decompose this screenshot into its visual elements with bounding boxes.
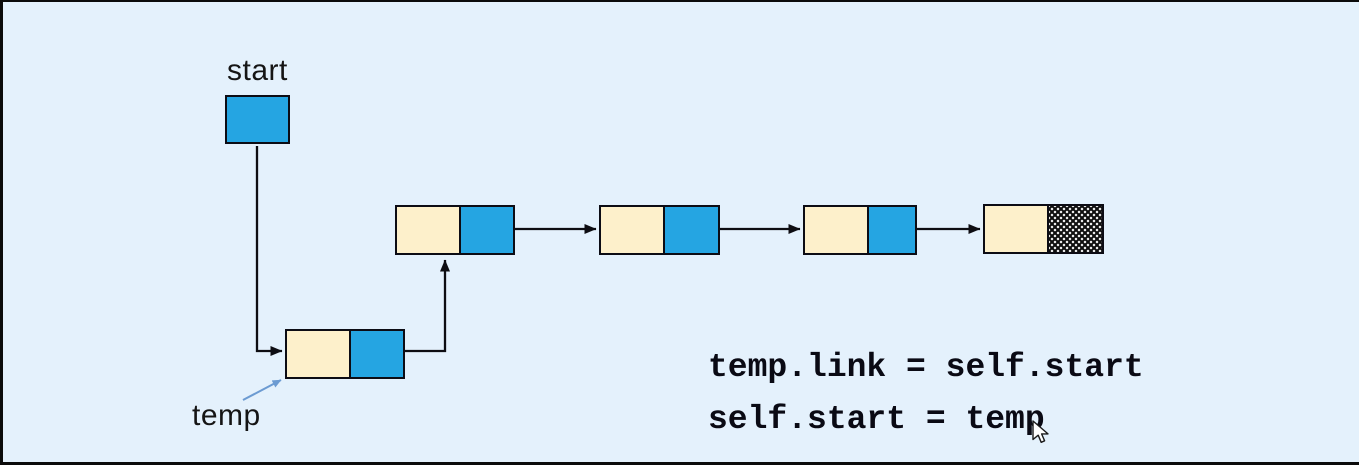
- temp-node-link-cell: [351, 331, 403, 377]
- node-2-link-cell: [665, 207, 718, 253]
- list-node-3: [803, 205, 917, 255]
- node-4-data-cell: [985, 206, 1049, 252]
- temp-node-data-cell: [287, 331, 351, 377]
- node-3-data-cell: [805, 207, 869, 253]
- temp-pointer-label: temp: [192, 399, 261, 432]
- frame-edge-left: [0, 0, 3, 465]
- node-3-link-cell: [869, 207, 915, 253]
- list-node-1: [395, 205, 515, 255]
- node-4-null-cell: [1049, 206, 1102, 252]
- start-pointer-box: [225, 95, 290, 144]
- temp-label-annotation-arrow: [242, 379, 282, 401]
- list-node-2: [599, 205, 720, 255]
- node-2-data-cell: [601, 207, 665, 253]
- mouse-cursor-icon: [1032, 420, 1049, 443]
- frame-edge-bottom: [0, 462, 1359, 465]
- code-line-2: self.start = temp: [708, 401, 1045, 438]
- node-1-data-cell: [397, 207, 461, 253]
- start-pointer-label: start: [227, 54, 288, 87]
- arrow-start-to-temp-node: [255, 146, 283, 356]
- list-node-4: [983, 204, 1104, 254]
- code-line-1: temp.link = self.start: [708, 349, 1144, 386]
- temp-node: [285, 329, 405, 379]
- node-1-link-cell: [461, 207, 513, 253]
- frame-edge-top: [0, 0, 1359, 2]
